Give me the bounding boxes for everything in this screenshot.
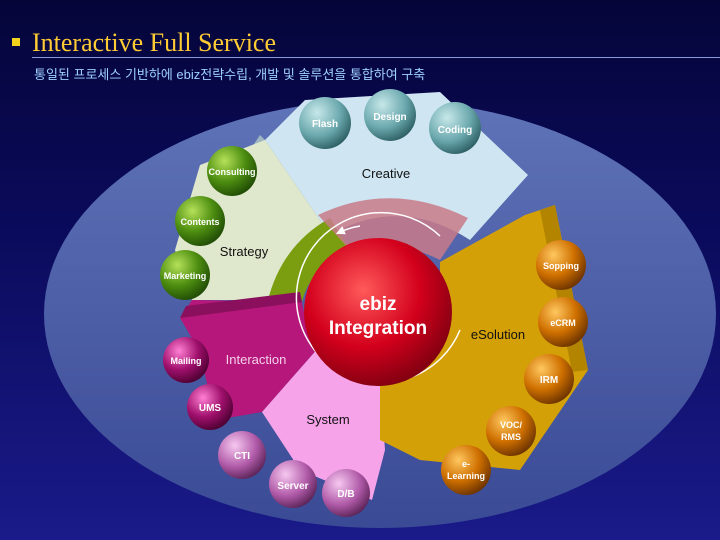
svg-text:Contents: Contents	[181, 217, 220, 227]
center-line2: Integration	[329, 318, 427, 339]
node-cti: CTI	[218, 431, 266, 479]
node-elearning: e- Learning	[441, 445, 491, 495]
svg-text:Mailing: Mailing	[171, 356, 202, 366]
svg-text:eCRM: eCRM	[550, 318, 576, 328]
svg-text:IRM: IRM	[540, 375, 558, 386]
node-marketing: Marketing	[160, 250, 210, 300]
svg-text:Coding: Coding	[438, 125, 472, 136]
node-voc-rms: VOC/ RMS	[486, 406, 536, 456]
node-server: Server	[269, 460, 317, 508]
node-shopping: Sopping	[536, 240, 586, 290]
svg-text:VOC/: VOC/	[500, 420, 523, 430]
label-interaction: Interaction	[226, 352, 287, 367]
svg-text:D/B: D/B	[337, 489, 354, 500]
node-design: Design	[364, 89, 416, 141]
svg-text:Sopping: Sopping	[543, 261, 579, 271]
label-system: System	[306, 412, 349, 427]
node-consulting: Consulting	[207, 146, 257, 196]
label-creative: Creative	[362, 166, 410, 181]
svg-text:Learning: Learning	[447, 471, 485, 481]
center-line1: ebiz	[360, 294, 397, 315]
svg-text:UMS: UMS	[199, 403, 222, 414]
segment-esolution	[380, 205, 588, 470]
segment-system	[262, 346, 385, 500]
node-ecrm: eCRM	[538, 297, 588, 347]
svg-text:Design: Design	[373, 112, 406, 123]
svg-text:Flash: Flash	[312, 119, 338, 130]
node-db: D/B	[322, 469, 370, 517]
page-title: Interactive Full Service	[32, 28, 277, 57]
bullet-icon	[12, 38, 20, 46]
node-irm: IRM	[524, 354, 574, 404]
center-hub	[304, 238, 452, 386]
node-contents: Contents	[175, 196, 225, 246]
node-ums: UMS	[187, 384, 233, 430]
node-mailing: Mailing	[163, 337, 209, 383]
header: Interactive Full Service	[10, 28, 720, 58]
label-strategy: Strategy	[220, 244, 269, 259]
svg-text:Consulting: Consulting	[209, 167, 256, 177]
node-flash: Flash	[299, 97, 351, 149]
svg-text:CTI: CTI	[234, 451, 250, 462]
svg-text:Server: Server	[277, 481, 308, 492]
node-coding: Coding	[429, 102, 481, 154]
svg-text:e-: e-	[462, 459, 470, 469]
label-esolution: eSolution	[471, 327, 525, 342]
page-subtitle: 통일된 프로세스 기반하에 ebiz전략수립, 개발 및 솔루션을 통합하여 구…	[34, 67, 426, 82]
svg-text:Marketing: Marketing	[164, 271, 207, 281]
svg-text:RMS: RMS	[501, 432, 521, 442]
title-divider	[32, 57, 720, 58]
